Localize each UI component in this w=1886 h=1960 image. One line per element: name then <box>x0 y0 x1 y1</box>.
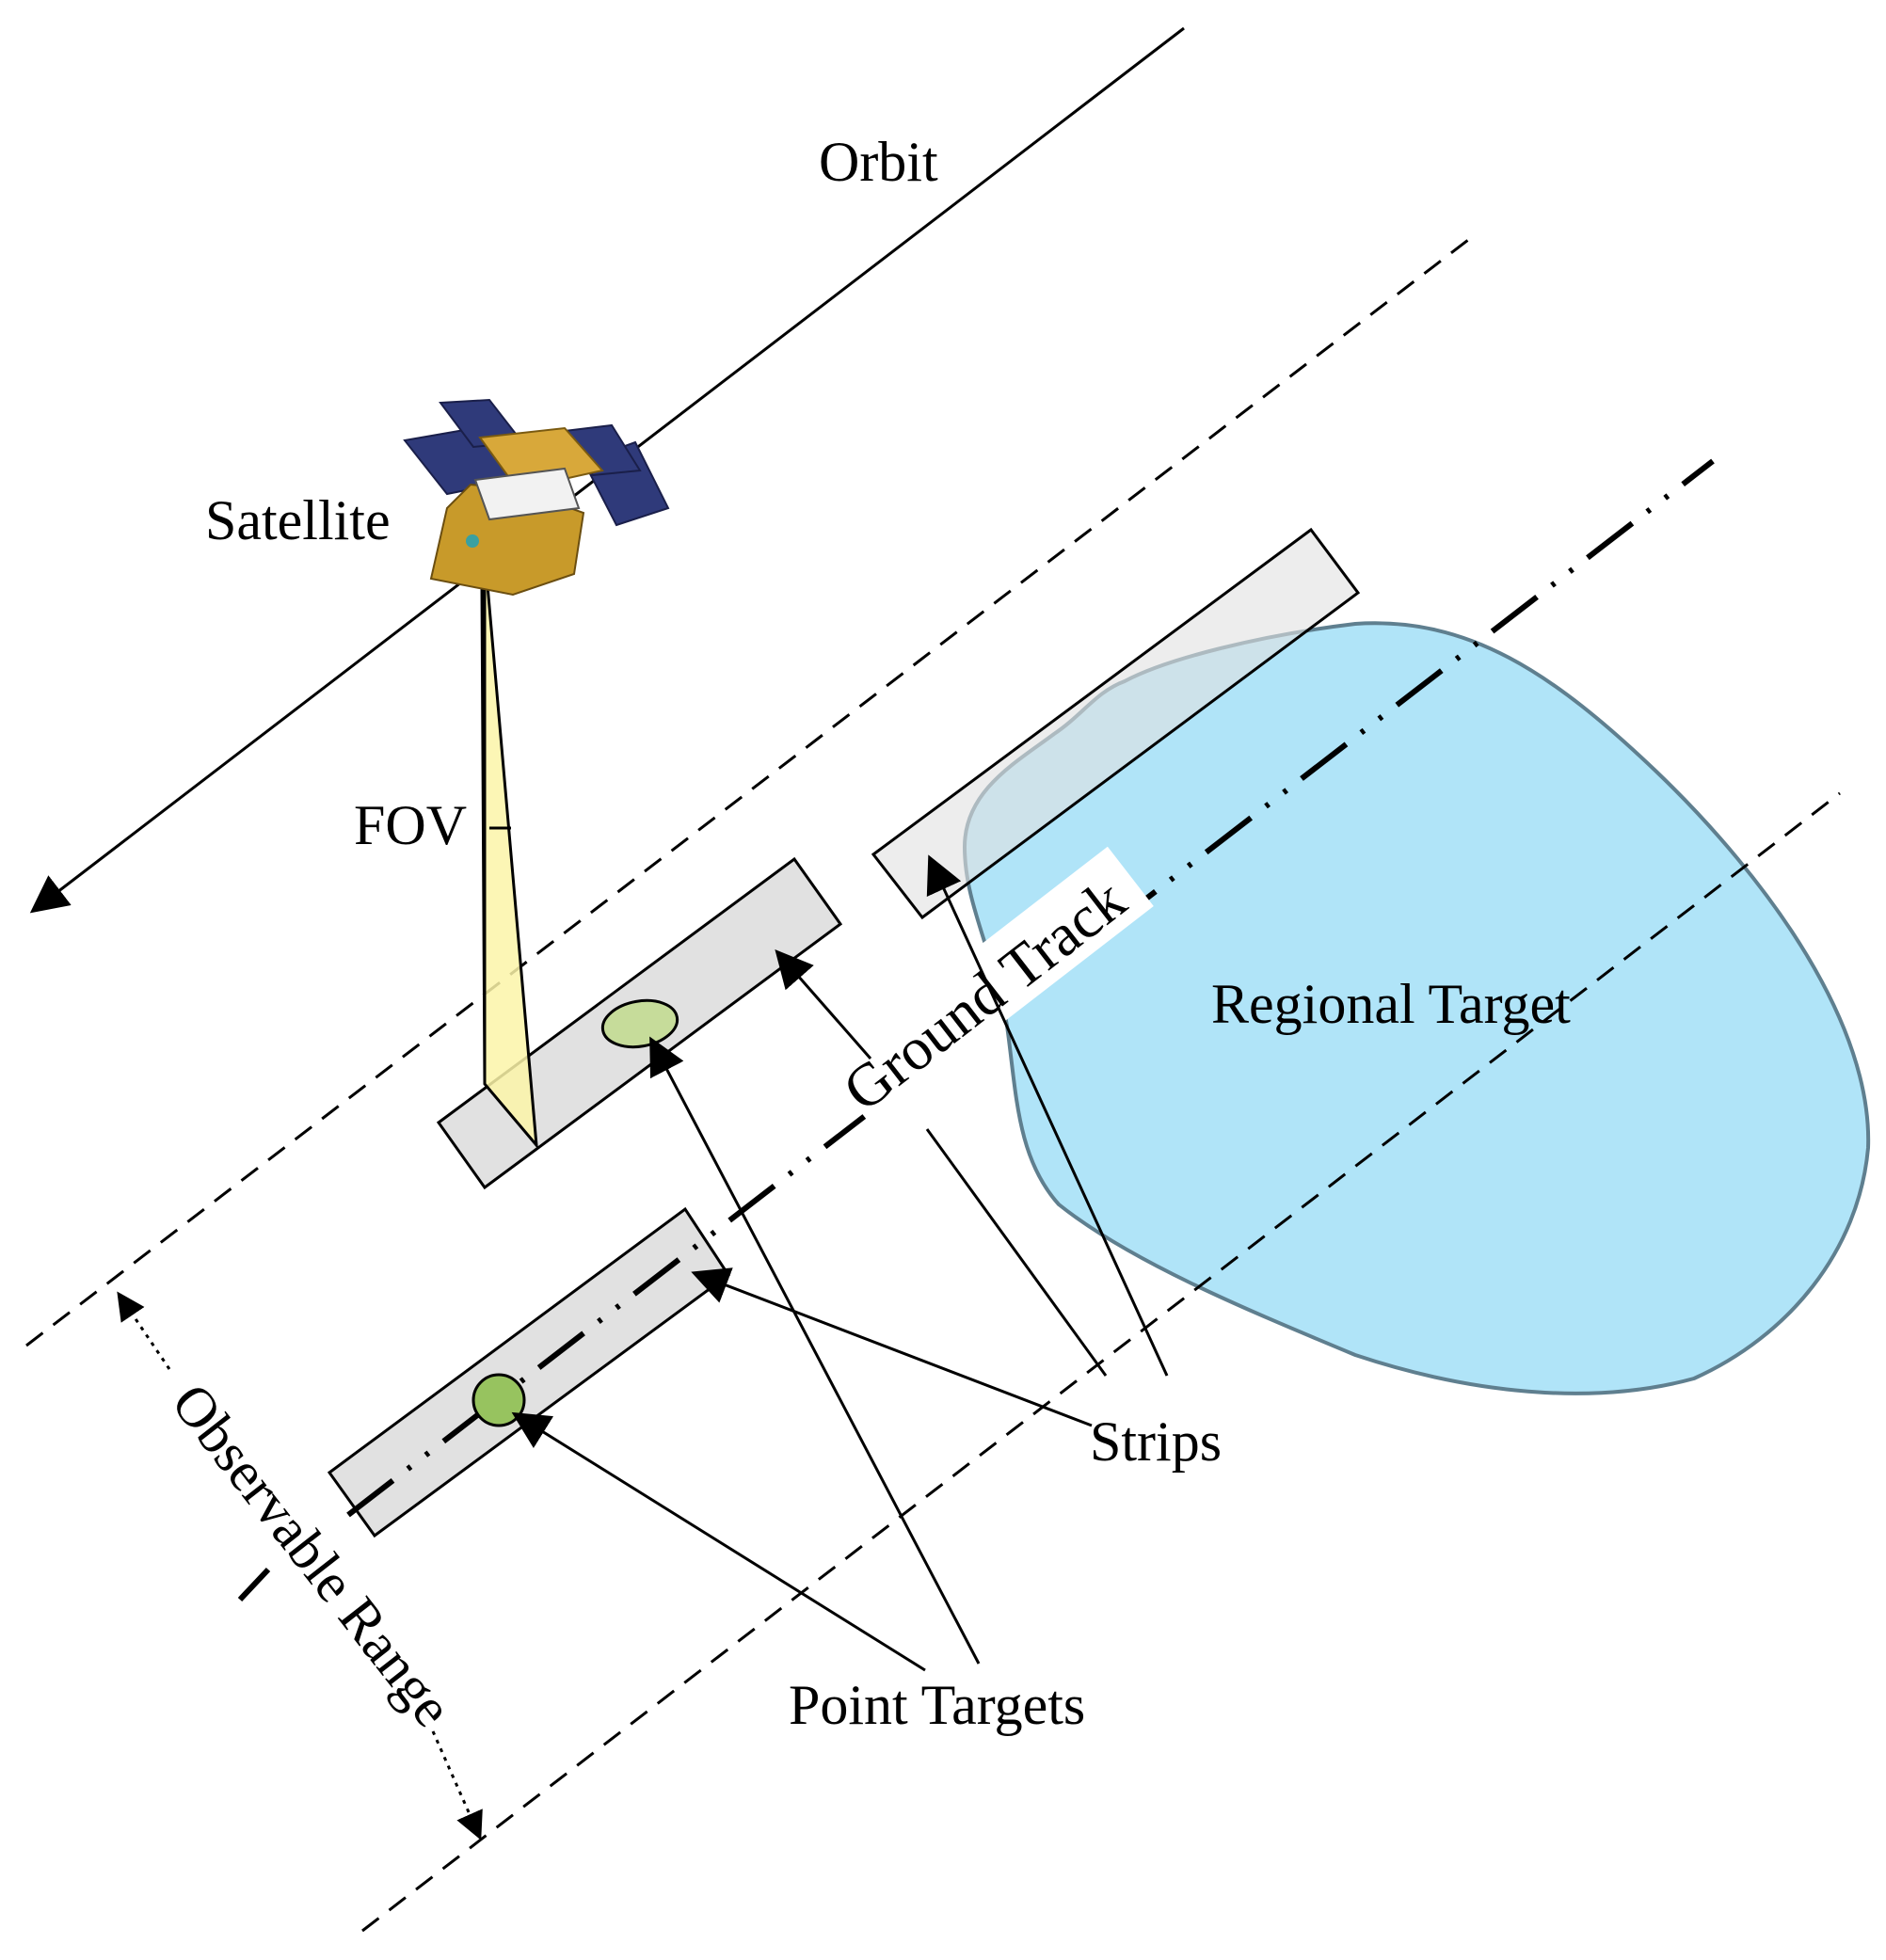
fov-beam <box>480 583 538 1150</box>
fov-label: FOV <box>354 794 467 856</box>
regional-target-label: Regional Target <box>1211 973 1571 1035</box>
strips-leader-middle <box>775 948 872 1060</box>
observable-range-arrow-bottom <box>431 1730 483 1840</box>
orbit-label: Orbit <box>819 131 938 193</box>
point-targets-label: Point Targets <box>789 1674 1085 1736</box>
observable-range-arrow-top <box>117 1291 171 1370</box>
point-target-middle <box>600 998 679 1049</box>
strip-upper-right <box>871 527 1361 920</box>
satellite-label: Satellite <box>205 489 391 551</box>
strips-leader-lower <box>691 1267 1093 1427</box>
range-boundary-lower <box>361 791 1841 1933</box>
point-targets-leader-lower <box>511 1411 926 1672</box>
strips-label: Strips <box>1090 1410 1222 1473</box>
point-target-lower <box>472 1373 526 1427</box>
point-targets-leader-middle <box>649 1036 981 1665</box>
strips-leader-upper <box>926 854 1169 1377</box>
satellite-icon <box>403 398 670 597</box>
satellite-top-deck <box>478 426 604 491</box>
